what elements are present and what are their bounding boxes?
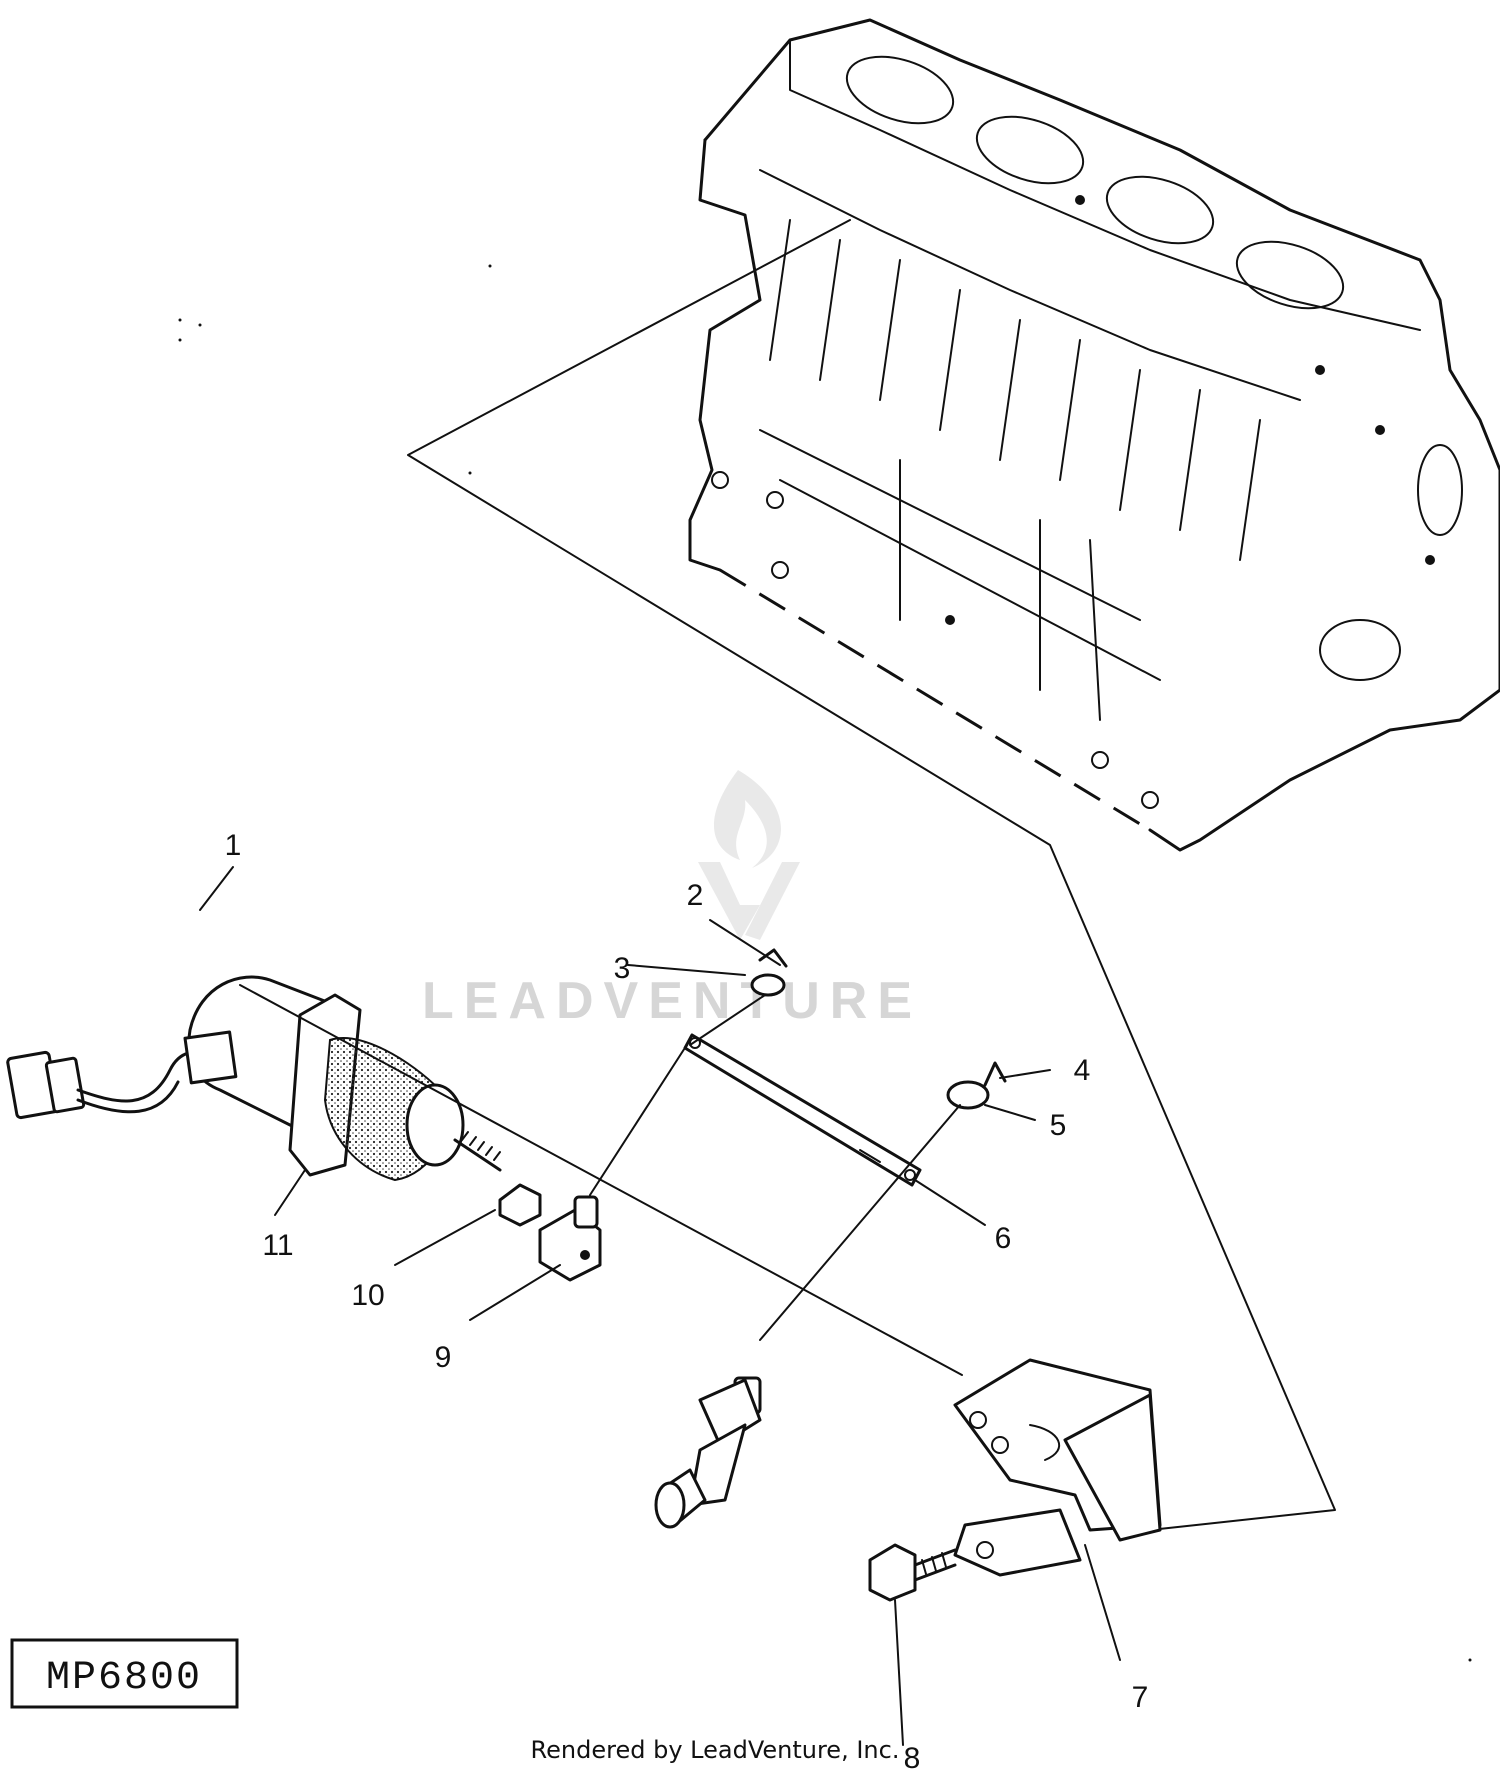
engine-block-icon xyxy=(688,18,1500,852)
callout-7: 7 xyxy=(1132,1681,1149,1714)
watermark-text: LEADVENTURE xyxy=(422,972,922,1030)
shaft-part xyxy=(654,1376,762,1529)
callout-2: 2 xyxy=(687,879,704,912)
specks xyxy=(178,264,1472,1662)
callout-11: 11 xyxy=(262,1229,293,1262)
callout-5: 5 xyxy=(1050,1109,1067,1142)
cotter-pin-part-2 xyxy=(758,948,788,968)
figure-code-box: MP6800 xyxy=(10,1638,239,1709)
cotter-pin-part-4 xyxy=(983,1061,1007,1087)
callout-3: 3 xyxy=(614,952,631,985)
callout-4: 4 xyxy=(1074,1054,1091,1087)
figure-code: MP6800 xyxy=(46,1656,202,1701)
watermark: LEADVENTURE xyxy=(422,770,922,1030)
callout-8: 8 xyxy=(904,1742,921,1770)
reference-lines xyxy=(407,219,1336,1531)
nut-part xyxy=(498,1183,542,1227)
leader-lines xyxy=(199,866,1121,1746)
swivel-block-part xyxy=(538,1039,691,1282)
callout-labels: 1 2 3 4 5 6 7 8 9 10 11 xyxy=(225,829,1149,1770)
bracket-icon xyxy=(953,1358,1162,1577)
callout-6: 6 xyxy=(995,1222,1012,1255)
washer-part-5 xyxy=(759,1080,990,1341)
watermark-logo-icon xyxy=(698,770,800,940)
callout-1: 1 xyxy=(225,829,242,862)
bolt-part xyxy=(868,1543,957,1602)
footer-credit: Rendered by LeadVenture, Inc. xyxy=(531,1736,900,1764)
solenoid-icon xyxy=(6,975,963,1376)
callout-9: 9 xyxy=(435,1341,452,1374)
callout-10: 10 xyxy=(351,1279,384,1312)
washer-part-3 xyxy=(689,973,786,1046)
lever-icon xyxy=(683,1033,922,1187)
